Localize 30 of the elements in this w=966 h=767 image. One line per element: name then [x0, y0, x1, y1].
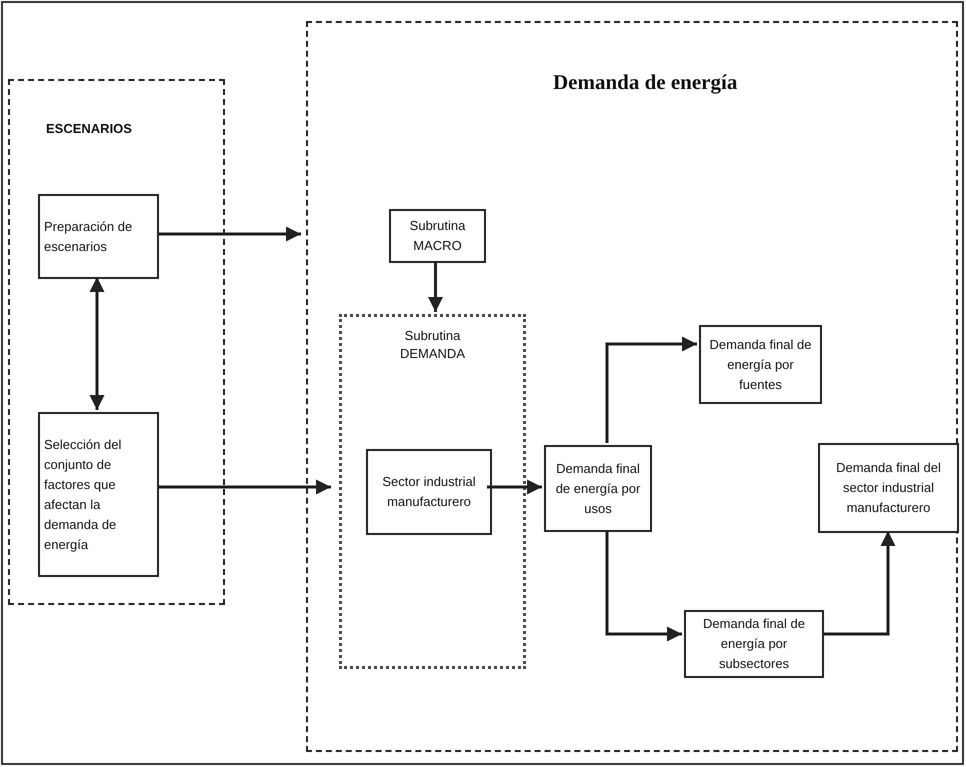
arrow — [157, 480, 331, 494]
box-label: Demanda final de energía por subsectores — [702, 615, 806, 673]
arrow — [822, 531, 896, 636]
process-box — [544, 445, 652, 532]
dashed-group-frame — [8, 79, 225, 605]
box-label: Demanda final de energía por fuentes — [708, 336, 812, 394]
box-label: Preparación de escenarios — [44, 218, 134, 256]
box-label: Subrutina MACRO — [408, 217, 466, 255]
box-label: Selección del conjunto de factores que afectan la demanda de energía — [44, 436, 122, 554]
process-box — [38, 194, 159, 279]
process-box — [699, 325, 822, 404]
dotted-group-frame — [339, 314, 526, 669]
box-label: Sector industrial manufacturero — [381, 473, 477, 511]
process-box — [366, 449, 492, 535]
arrow — [157, 226, 301, 242]
dashed-group-frame — [306, 21, 958, 752]
group-heading: ESCENARIOS — [46, 120, 132, 138]
process-box — [38, 412, 159, 577]
arrow — [487, 480, 542, 494]
process-box — [684, 610, 824, 678]
box-label: Demanda final del sector industrial manufacturero — [835, 459, 942, 517]
arrow — [606, 530, 682, 642]
process-box — [389, 209, 486, 263]
process-box — [818, 443, 959, 533]
arrow — [428, 261, 443, 312]
group-heading: Demanda de energía — [553, 69, 738, 96]
arrow — [90, 277, 104, 410]
arrow — [606, 336, 697, 443]
group-heading: Subrutina DEMANDA — [398, 327, 466, 363]
box-label: Demanda final de energía por usos — [554, 460, 642, 518]
